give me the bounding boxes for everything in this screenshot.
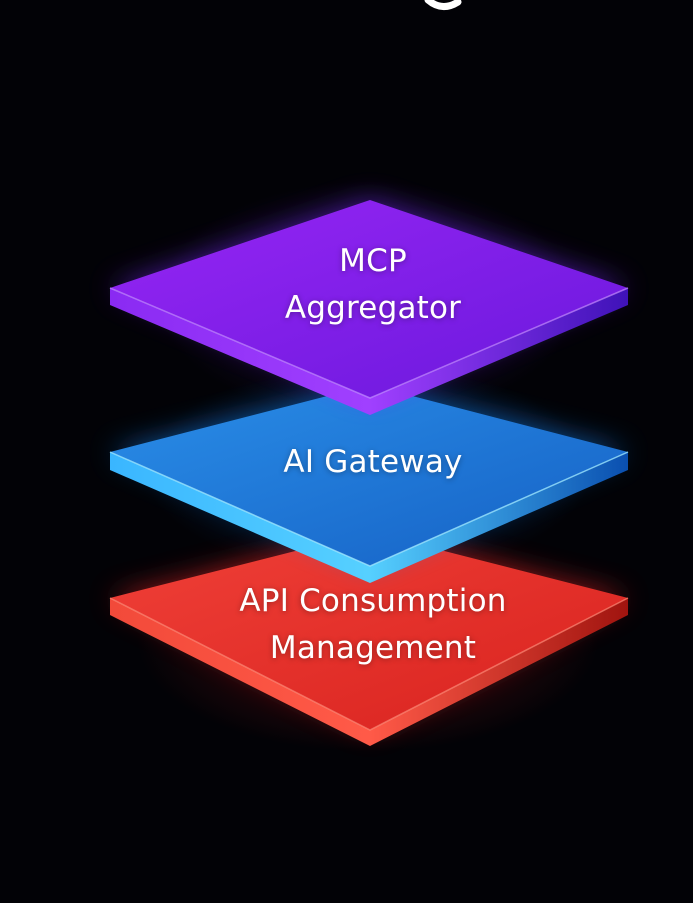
layer-label-mcp-aggregator: MCP Aggregator [168, 238, 578, 332]
layer-label-ai-gateway: AI Gateway [168, 439, 578, 486]
layer-label-api-consumption: API Consumption Management [168, 578, 578, 672]
layer-mcp-top [110, 200, 628, 398]
layer-ai-gateway [109, 385, 629, 583]
layer-label-line: AI Gateway [283, 444, 463, 480]
layer-label-line: Aggregator [284, 290, 462, 326]
cropped-heading-glyph [424, 0, 462, 10]
layer-label-line: Management [269, 630, 477, 666]
layer-gateway-top [110, 385, 628, 566]
layer-api-top [110, 532, 628, 730]
layer-label-line: MCP [339, 243, 407, 279]
layer-label-line: API Consumption [239, 583, 507, 619]
layer-api-consumption [109, 532, 629, 746]
layer-mcp-aggregator [109, 200, 629, 415]
